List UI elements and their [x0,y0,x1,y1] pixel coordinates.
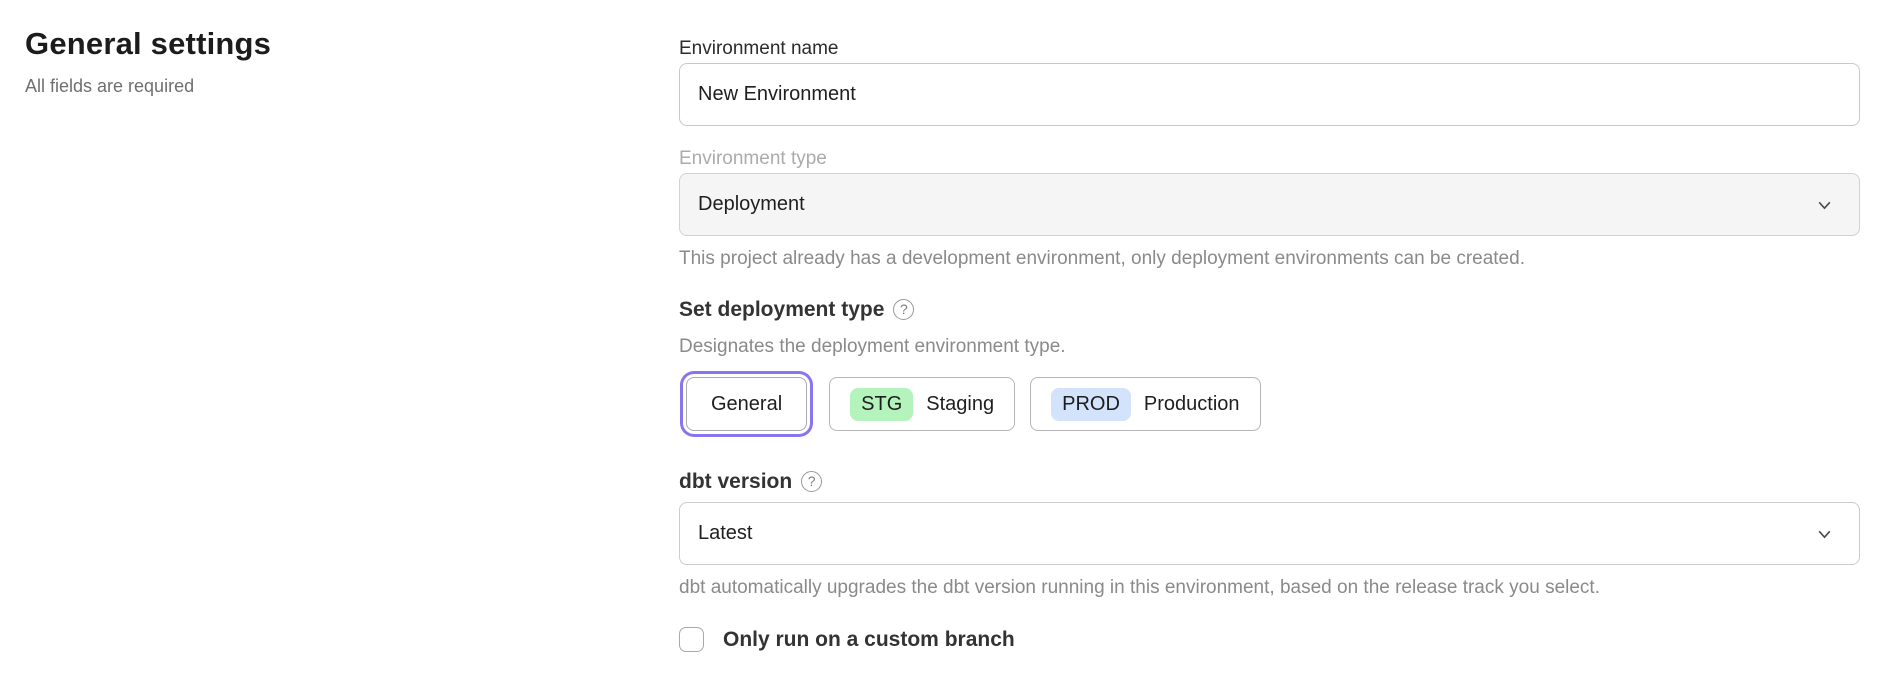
general-option-label: General [711,392,783,415]
settings-header: General settings All fields are required [25,26,545,97]
custom-branch-label: Only run on a custom branch [723,627,1015,651]
dbt-version-helper: dbt automatically upgrades the dbt versi… [679,577,1600,598]
staging-option-label: Staging [926,392,995,415]
deployment-type-options: General STG Staging PROD Production [679,370,1860,438]
settings-form: Environment name Environment type Deploy… [679,0,1860,652]
dbt-version-heading-text: dbt version [679,470,793,493]
help-icon[interactable]: ? [801,471,823,492]
deployment-type-helper: Designates the deployment environment ty… [679,336,1066,357]
dbt-version-value: Latest [698,522,753,544]
production-badge: PROD [1051,387,1131,421]
dbt-version-select[interactable]: Latest [679,502,1860,565]
page-title: General settings [25,26,272,61]
deployment-type-option-production[interactable]: PROD Production [1030,377,1261,431]
environment-type-select: Deployment [679,173,1860,236]
environment-type-value: Deployment [698,193,805,215]
environment-type-helper: This project already has a development e… [679,248,1525,269]
staging-badge: STG [850,387,914,421]
dbt-version-heading: dbt version ? [679,469,1860,494]
deployment-type-option-staging[interactable]: STG Staging [829,377,1016,431]
deployment-type-option-general[interactable]: General [686,377,808,431]
chevron-down-icon [1816,196,1833,213]
environment-name-input[interactable] [679,63,1860,126]
custom-branch-checkbox[interactable] [679,627,704,652]
production-option-label: Production [1143,392,1240,415]
chevron-down-icon [1816,525,1833,542]
deployment-type-heading-text: Set deployment type [679,298,885,321]
page-subtitle: All fields are required [25,76,195,96]
custom-branch-row: Only run on a custom branch [679,627,1860,652]
deployment-type-heading: Set deployment type ? [679,297,1860,322]
environment-name-label: Environment name [679,38,839,59]
environment-type-label: Environment type [679,148,827,169]
help-icon[interactable]: ? [893,299,915,320]
